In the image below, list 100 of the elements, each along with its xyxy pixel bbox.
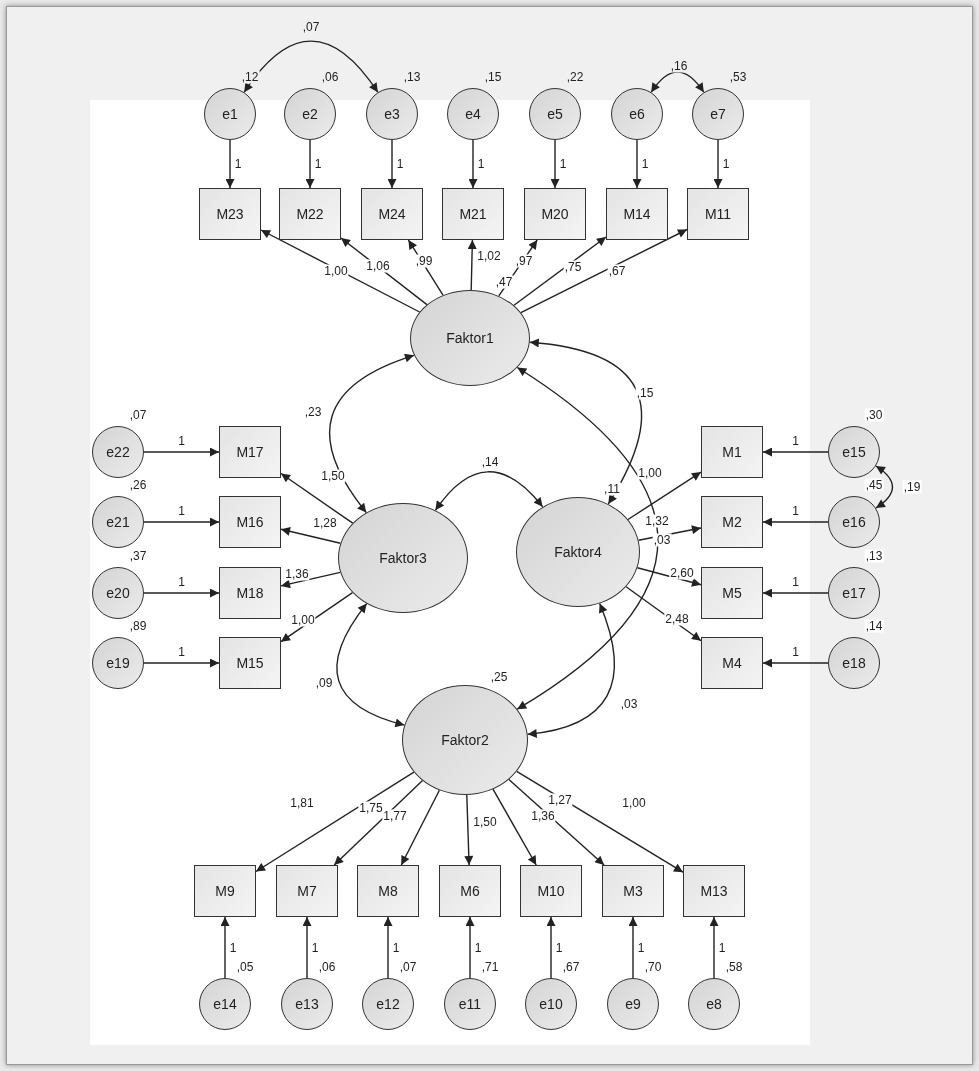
edge-label: 1 (228, 941, 238, 954)
edge-label: 1 (310, 941, 320, 954)
arrow (709, 916, 719, 979)
variance-label: ,89 (128, 619, 148, 633)
variance-label: ,71 (480, 960, 500, 974)
variance-label: ,15 (483, 70, 503, 84)
variance-label: ,07 (128, 408, 148, 422)
observed-variable-box: M7 (276, 865, 338, 917)
edge-label: ,09 (314, 676, 334, 690)
variance-label: ,22 (565, 70, 585, 84)
edge-label: 1 (791, 504, 800, 518)
edge-label: 1,50 (320, 469, 346, 483)
edge-label: ,67 (607, 264, 627, 278)
edge-label: 1 (395, 157, 405, 171)
observed-variable-box: M20 (524, 188, 586, 240)
edge-label: 1,02 (476, 249, 502, 263)
variance-label: ,53 (728, 70, 748, 84)
edge-label: 1 (791, 434, 800, 448)
observed-variable-box: M13 (683, 865, 745, 917)
edge-label: ,07 (301, 20, 321, 34)
edge-label: 1,00 (621, 796, 647, 810)
edge-label: 1,00 (637, 466, 663, 480)
variance-label: ,25 (489, 670, 509, 684)
edge-label: 1 (177, 504, 186, 518)
variance-label: ,05 (235, 960, 255, 974)
edge-label: ,99 (414, 254, 434, 268)
observed-variable-box: M8 (357, 865, 419, 917)
double-headed-arrow (529, 338, 643, 505)
edge-label: 1 (476, 157, 486, 171)
double-headed-arrow (650, 71, 705, 93)
edge-label: ,23 (303, 405, 323, 419)
edge-label: ,97 (514, 254, 534, 268)
edge-label: 1,50 (472, 815, 498, 829)
double-headed-arrow (243, 40, 379, 93)
arrow (143, 517, 220, 527)
arrow (280, 527, 342, 544)
edge-label: 1,27 (547, 793, 573, 807)
arrow (492, 788, 537, 866)
observed-variable-box: M17 (219, 426, 281, 478)
edge-label: 1,81 (289, 796, 315, 810)
double-headed-arrow (516, 366, 659, 710)
edge-label: 1 (233, 157, 243, 171)
observed-variable-box: M11 (687, 188, 749, 240)
arrow (220, 916, 230, 979)
edge-label: 1,00 (290, 613, 316, 627)
arrow (225, 139, 235, 189)
arrow (143, 588, 220, 598)
arrow (387, 139, 397, 189)
arrow (280, 571, 341, 589)
observed-variable-box: M10 (520, 865, 582, 917)
observed-variable-box: M1 (701, 426, 763, 478)
variance-label: ,06 (320, 70, 340, 84)
observed-variable-box: M9 (194, 865, 256, 917)
observed-variable-box: M4 (701, 637, 763, 689)
edge-label: 1 (177, 434, 186, 448)
arrow (627, 471, 702, 521)
edge-label: 1 (177, 575, 186, 589)
edge-label: 1 (640, 157, 650, 171)
variance-label: ,47 (494, 275, 514, 289)
edge-label: 1,28 (312, 516, 338, 530)
observed-variable-box: M16 (219, 496, 281, 548)
variance-label: ,37 (128, 549, 148, 563)
arrow (255, 771, 415, 873)
arrow (400, 789, 441, 866)
arrow (468, 139, 478, 189)
edge-label: ,16 (669, 59, 689, 73)
edge-label: ,03 (619, 697, 639, 711)
variance-label: ,13 (864, 549, 884, 563)
edge-label: ,14 (480, 455, 500, 469)
observed-variable-box: M24 (361, 188, 423, 240)
edge-label: ,19 (902, 480, 922, 494)
edge-label: ,75 (563, 260, 583, 274)
variance-label: ,11 (603, 482, 621, 496)
edge-label: 1 (177, 645, 186, 659)
arrow (302, 916, 312, 979)
variance-label: ,45 (864, 478, 884, 492)
arrow (464, 794, 474, 866)
edge-label: 1 (717, 941, 727, 954)
arrow (333, 779, 424, 866)
variance-label: ,07 (398, 960, 418, 974)
observed-variable-box: M3 (602, 865, 664, 917)
edge-label: 1 (791, 645, 800, 659)
edge-label: ,03 (652, 533, 672, 547)
observed-variable-box: M14 (606, 188, 668, 240)
edge-label: 1,00 (323, 264, 349, 278)
edge-label: 1 (791, 575, 800, 589)
arrow (632, 139, 642, 189)
double-headed-arrow (875, 465, 894, 509)
arrow (513, 236, 607, 306)
edge-label: 1 (313, 157, 323, 171)
observed-variable-box: M6 (439, 865, 501, 917)
edge-label: 1,75 (358, 801, 384, 815)
arrow (713, 139, 723, 189)
edge-label: 1 (721, 157, 731, 171)
arrow (305, 139, 315, 189)
arrow (280, 472, 354, 524)
arrow (143, 658, 220, 668)
double-headed-arrow (527, 602, 615, 738)
variance-label: ,12 (240, 70, 260, 84)
edge-label: 1,36 (284, 567, 310, 581)
